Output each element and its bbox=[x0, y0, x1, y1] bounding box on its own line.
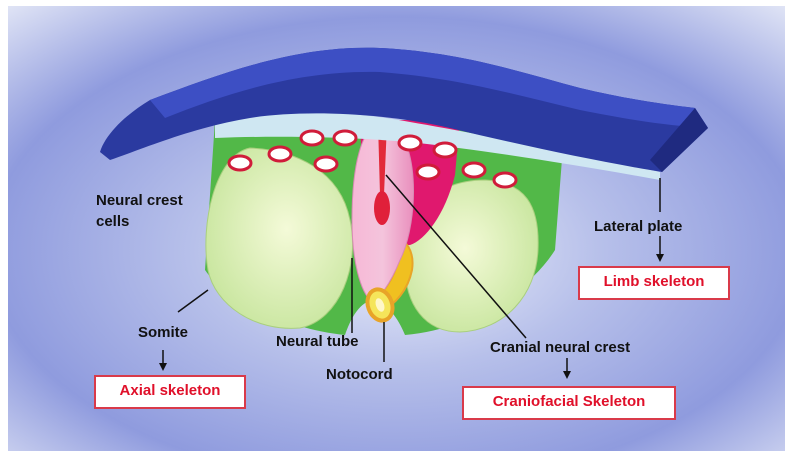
neural-canal-bulb bbox=[374, 191, 390, 225]
label-neural-crest-cells-line2: cells bbox=[96, 213, 129, 231]
label-neural-tube: Neural tube bbox=[276, 333, 359, 351]
crest-cell bbox=[399, 136, 421, 150]
label-neural-crest-cells-line1: Neural crest bbox=[96, 192, 183, 210]
crest-cell bbox=[301, 131, 323, 145]
box-limb-skeleton: Limb skeleton bbox=[578, 266, 730, 300]
crest-cell bbox=[269, 147, 291, 161]
label-somite: Somite bbox=[138, 324, 188, 342]
crest-cell bbox=[229, 156, 251, 170]
crest-cell bbox=[315, 157, 337, 171]
crest-cell bbox=[463, 163, 485, 177]
box-axial-skeleton: Axial skeleton bbox=[94, 375, 246, 409]
crest-cell bbox=[334, 131, 356, 145]
label-lateral-plate: Lateral plate bbox=[594, 218, 682, 236]
crest-cell bbox=[494, 173, 516, 187]
label-cranial-neural-crest: Cranial neural crest bbox=[490, 339, 630, 357]
box-craniofacial-skeleton: Craniofacial Skeleton bbox=[462, 386, 676, 420]
label-notocord: Notocord bbox=[326, 366, 393, 384]
crest-cell bbox=[434, 143, 456, 157]
crest-cell bbox=[417, 165, 439, 179]
